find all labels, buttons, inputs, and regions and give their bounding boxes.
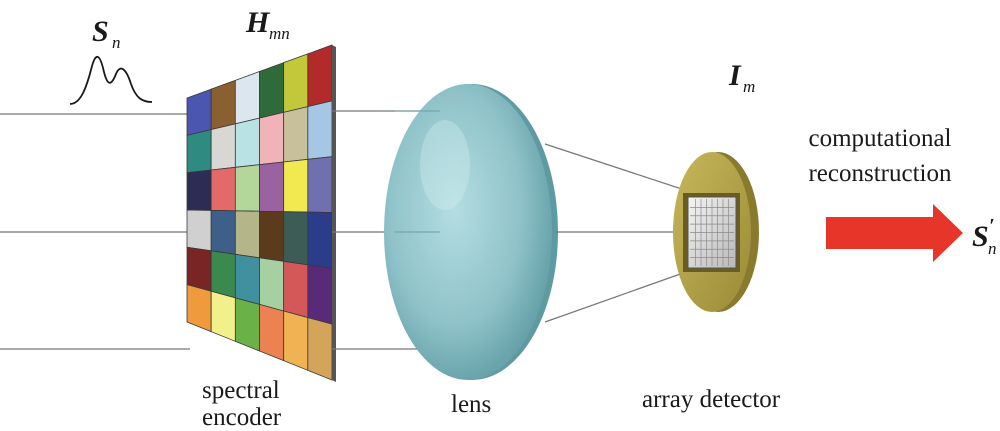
encoder-cell	[307, 156, 333, 213]
encoder-cell	[259, 111, 285, 166]
array-detector	[673, 152, 759, 312]
spectrum-curve	[69, 56, 153, 105]
encoder-cell	[283, 211, 309, 266]
encoder-cell	[234, 210, 260, 259]
spectrum-symbol: S	[92, 15, 109, 48]
matrix-symbol: H	[245, 6, 271, 39]
spectrum-subscript: n	[112, 33, 121, 52]
encoder-cell	[186, 209, 212, 252]
encoder-cell	[210, 250, 236, 299]
detector-label: array detector	[642, 386, 781, 413]
lens-body	[384, 84, 552, 380]
detector-pixel-grid	[690, 199, 734, 266]
output-label: S ′ n	[972, 215, 997, 258]
encoder-cell	[234, 117, 260, 168]
encoder-cell	[283, 53, 309, 113]
encoder-cell	[259, 62, 285, 119]
intensity-symbol: I	[728, 59, 742, 92]
spectrum-label: S n	[92, 15, 121, 52]
output-subscript: n	[988, 239, 997, 258]
encoder-cell	[259, 210, 285, 262]
encoder-label-line1: spectral	[202, 377, 280, 404]
reconstruction-label-line2: reconstruction	[808, 160, 952, 187]
encoder-cell	[283, 106, 309, 163]
encoder-cell	[186, 88, 212, 136]
encoder-cell	[307, 44, 333, 108]
encoder-cell	[307, 264, 333, 325]
output-symbol: S	[972, 220, 989, 253]
lens-label: lens	[451, 391, 491, 418]
intensity-label: I m	[728, 59, 755, 96]
encoder-cell	[259, 257, 285, 312]
incoming-rays	[0, 113, 190, 350]
encoder-edge	[332, 45, 336, 382]
encoder-cell	[210, 79, 236, 131]
intensity-subscript: m	[743, 77, 755, 96]
encoder-cell	[234, 297, 260, 352]
encoder-cell	[234, 253, 260, 305]
encoder-cell	[234, 164, 260, 212]
encoder-label-line2: encoder	[202, 404, 282, 431]
reconstruction-label-line1: computational	[808, 125, 951, 152]
reconstruction-arrow	[826, 204, 963, 262]
encoder-cell	[283, 260, 309, 319]
encoder-cell	[234, 70, 260, 125]
lens-inner-rays	[395, 110, 440, 233]
encoder-cell	[307, 100, 333, 160]
output-prime: ′	[989, 215, 995, 237]
encoder-cell	[259, 161, 285, 213]
encoder-cell	[283, 158, 309, 213]
encoder-cell	[186, 284, 212, 333]
encoder-cell	[283, 310, 309, 371]
lens	[384, 84, 558, 380]
encoder-cell	[210, 123, 236, 171]
encoder-cell	[307, 317, 333, 381]
encoder-cell	[210, 290, 236, 342]
spectral-encoder-mask	[186, 44, 336, 382]
encoder-cell	[186, 246, 212, 292]
encoder-cell	[186, 169, 212, 211]
matrix-subscript: mn	[269, 24, 290, 43]
matrix-label: H mn	[245, 6, 290, 43]
encoder-cell	[307, 211, 333, 269]
encoder-cell	[259, 303, 285, 362]
encoder-cell	[210, 166, 236, 212]
encoder-cell	[186, 129, 212, 174]
encoder-cell	[210, 210, 236, 255]
